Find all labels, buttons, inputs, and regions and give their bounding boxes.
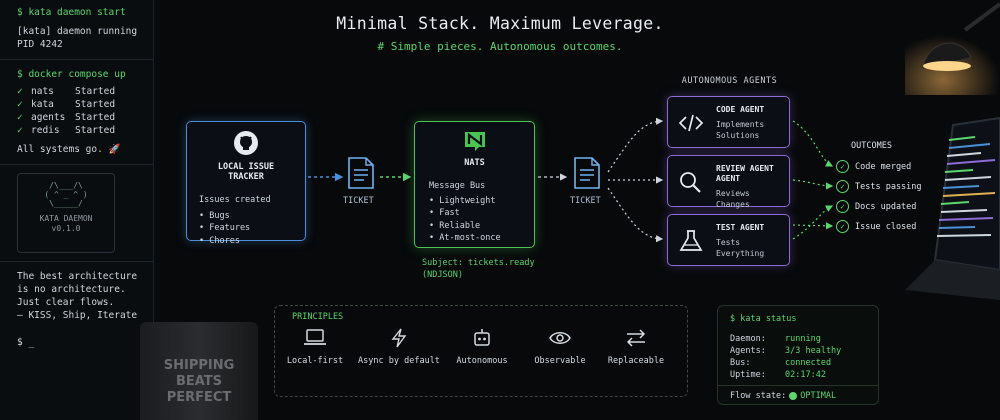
status-command: $ kata status (730, 313, 866, 325)
ticket-document-icon (346, 156, 376, 190)
check-circle-icon: ✓ (836, 200, 849, 213)
nats-title: NATS (429, 158, 520, 168)
nats-logo-icon (463, 130, 487, 152)
connector-to-code-agent (608, 121, 662, 172)
check-circle-icon: ✓ (836, 180, 849, 193)
outcomes-heading: OUTCOMES (851, 141, 892, 151)
mug-text: BEATS (140, 374, 258, 390)
nats-subtitle: Message Bus (429, 180, 520, 193)
github-icon (233, 130, 259, 156)
ticket-label: TICKET (343, 196, 374, 206)
nats-box: NATS Message Bus • Lightweight • Fast • … (414, 121, 535, 248)
agents-heading: AUTONOMOUS AGENTS (667, 76, 792, 86)
list-item: • Features (199, 222, 293, 235)
subject-text: Subject: tickets.ready (422, 257, 535, 269)
ticket-document-icon (572, 156, 602, 190)
status-row: Daemon:running (730, 333, 866, 345)
check-circle-icon: ✓ (836, 160, 849, 173)
connector-agents-outcomes (793, 121, 832, 166)
list-item: • Reliable (429, 220, 520, 233)
list-item: • Chores (199, 235, 293, 248)
status-row: Uptime:02:17:42 (730, 369, 866, 381)
mug-decoration: SHIPPING BEATS PERFECT (140, 322, 258, 420)
desk-lamp-icon (905, 0, 1000, 95)
list-item: • Bugs (199, 210, 293, 223)
outcome-item: ✓Code merged (836, 160, 911, 173)
principles-heading: PRINCIPLES (292, 312, 343, 322)
principle-async: Async by default (354, 328, 444, 366)
list-item: • At-most-once (429, 232, 520, 245)
principle-local-first: Local-first (270, 328, 360, 366)
laptop-icon (303, 328, 327, 348)
format-text: (NDJSON) (422, 269, 535, 281)
list-item: • Fast (429, 207, 520, 220)
eye-icon (548, 328, 572, 348)
flow-state: Flow state:OPTIMAL (730, 390, 866, 402)
connector-to-test-agent (608, 188, 662, 239)
principle-autonomous: Autonomous (437, 328, 527, 366)
mug-text: SHIPPING (140, 358, 258, 374)
divider (718, 385, 878, 386)
connector-agents-outcomes (793, 225, 832, 226)
kata-status-panel: $ kata status Daemon:running Agents:3/3 … (717, 305, 879, 405)
tracker-subtitle: Issues created (199, 194, 293, 207)
local-issue-tracker-box: LOCAL ISSUE TRACKER Issues created • Bug… (186, 121, 306, 241)
ticket-label: TICKET (570, 196, 601, 206)
flask-icon (678, 229, 704, 253)
robot-icon (470, 328, 494, 348)
code-brackets-icon (678, 111, 704, 135)
agent-name: CODE AGENT (716, 105, 764, 115)
principle-replaceable: Replaceable (591, 328, 681, 366)
mug-text: PERFECT (140, 390, 258, 406)
status-row: Agents:3/3 healthy (730, 345, 866, 357)
magnifier-icon (678, 170, 704, 194)
agent-name: TEST AGENT (716, 223, 764, 233)
check-circle-icon: ✓ (836, 220, 849, 233)
list-item: • Lightweight (429, 195, 520, 208)
swap-arrows-icon (624, 328, 648, 348)
lightning-icon (387, 328, 411, 348)
laptop-decoration-icon (905, 100, 1000, 315)
status-dot-icon (789, 392, 797, 400)
connector-agents-outcomes (793, 206, 832, 239)
agent-name: REVIEW AGENT AGENT (716, 164, 788, 184)
connector-agents-outcomes (793, 180, 832, 186)
nats-subject: Subject: tickets.ready (NDJSON) (422, 257, 535, 281)
status-row: Bus:connected (730, 357, 866, 369)
tracker-title: LOCAL ISSUE TRACKER (199, 162, 293, 182)
